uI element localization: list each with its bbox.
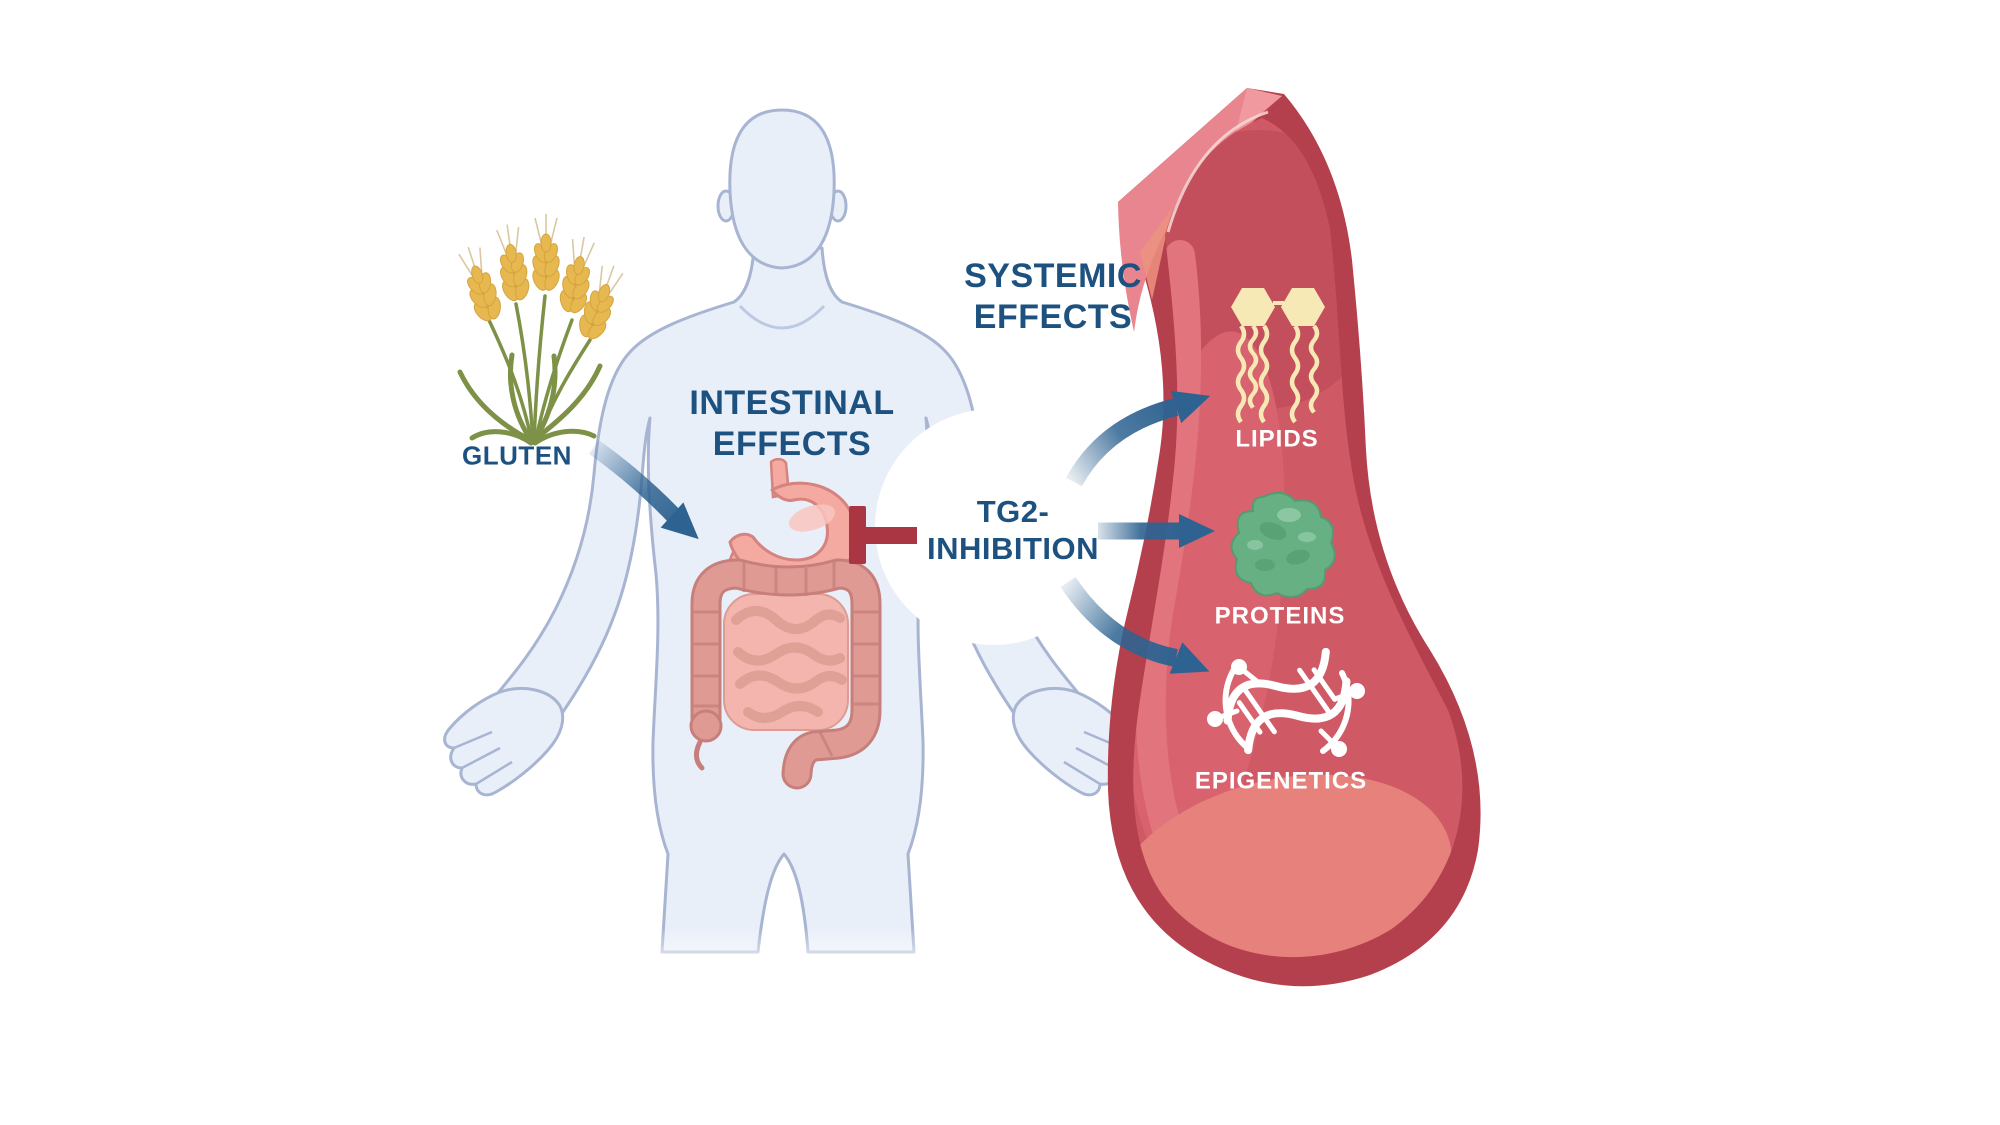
blood-vessel [1107,88,1481,987]
epigenetics-label: EPIGENETICS [1194,767,1368,795]
intestinal-effects-line1: INTESTINAL [689,384,895,423]
systemic-effects-line1: SYSTEMIC [964,257,1142,296]
tg2-inhibitor-tbar-icon [849,506,917,564]
arrow-to-epigenetics [1060,576,1210,674]
intestinal-effects-label: INTESTINAL EFFECTS [689,383,894,465]
proteins-label: PROTEINS [1214,602,1346,630]
wheat-icon [451,213,631,446]
tg2-label-backdrop [875,409,1111,645]
tg2-inhibition-line2: INHIBITION [926,531,1100,566]
intestines-icon [689,558,882,790]
lipids-label: LIPIDS [1235,425,1319,453]
left-hand [443,686,565,797]
protein-icon [1230,491,1336,599]
systemic-effects-line2: EFFECTS [973,298,1133,336]
arrow-to-lipids [1066,390,1211,487]
lipids-icon [1231,288,1325,422]
epigenetics-dna-icon [1207,647,1365,757]
tg2-inhibition-label: TG2- INHIBITION [927,493,1099,567]
tg2-inhibition-line1: TG2- [976,493,1050,529]
intestinal-effects-line2: EFFECTS [712,425,872,463]
gluten-label: GLUTEN [462,440,572,471]
systemic-effects-label: SYSTEMIC EFFECTS [964,256,1142,338]
head [728,108,836,270]
gluten-arrow [589,440,699,540]
arrow-to-proteins [1098,514,1215,548]
